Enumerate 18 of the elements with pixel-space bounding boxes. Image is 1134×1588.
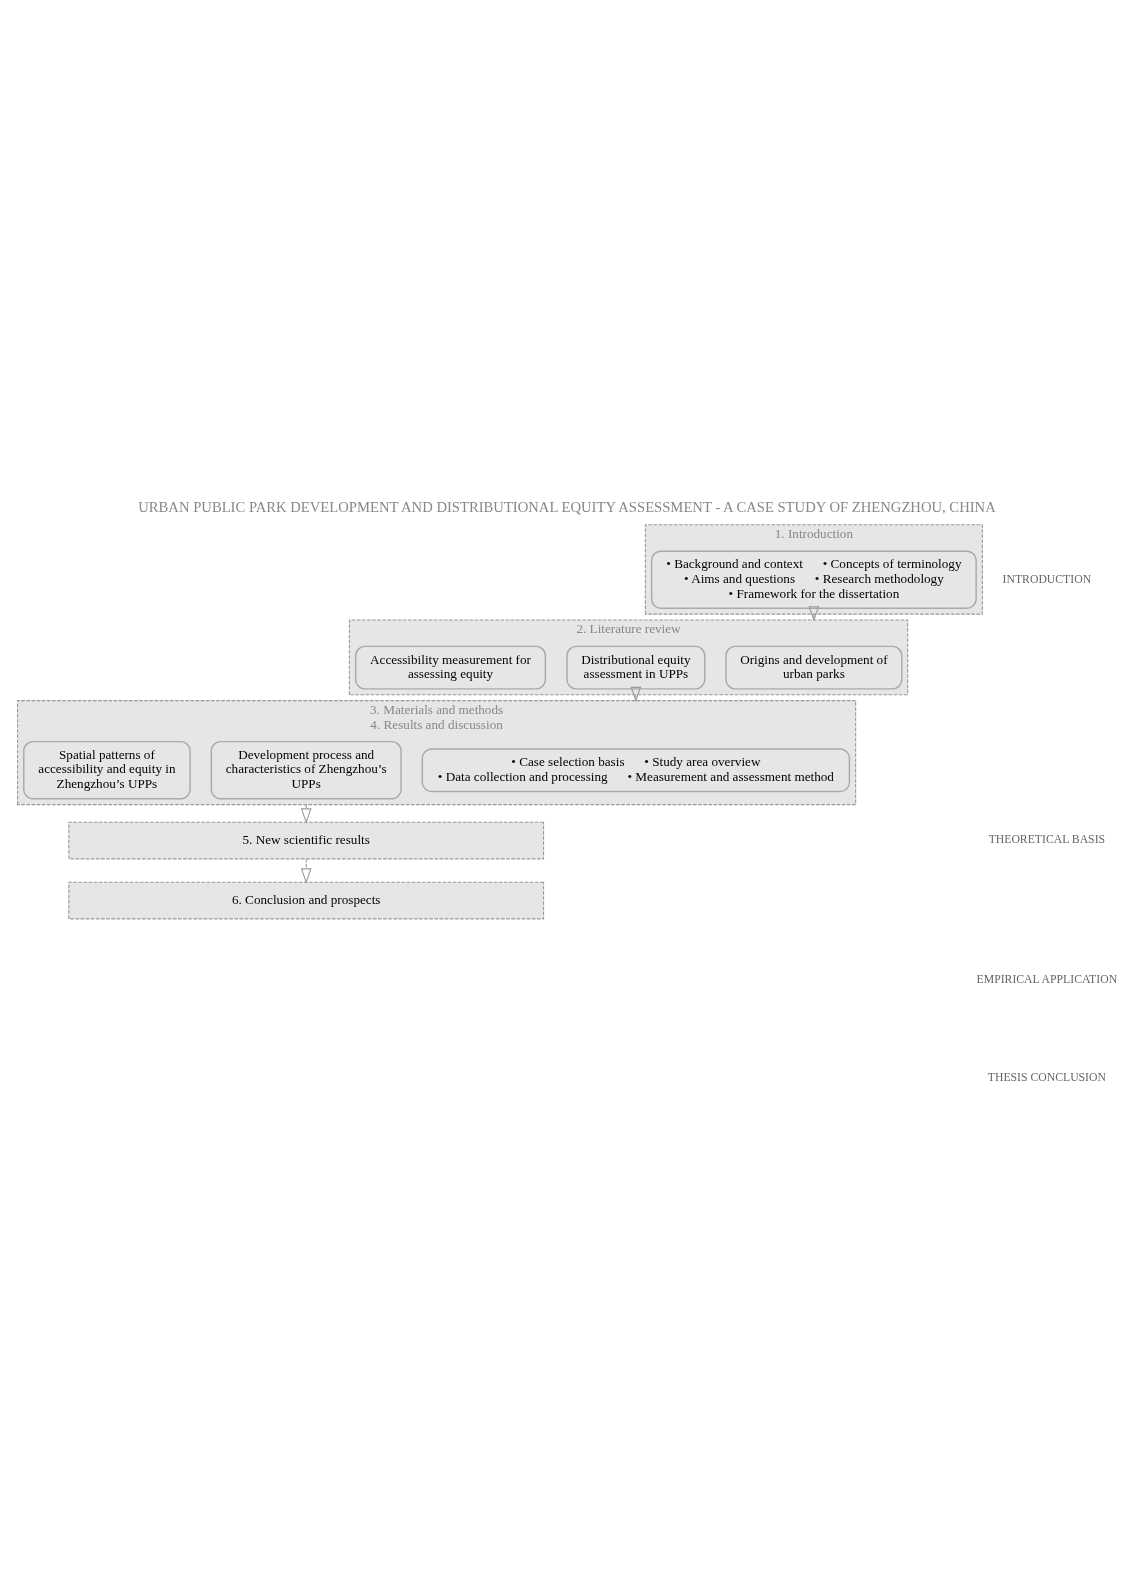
node-box: • Case selection basis • Study area overview • Data collection and processing • Measurement and assessment method xyxy=(421,748,851,793)
arrow xyxy=(300,804,312,824)
arrow xyxy=(808,606,820,622)
node-box: • Background and context • Concepts of terminology • Aims and questions • Research methodology • Framework for the dissertation xyxy=(650,550,977,610)
node-box: 5. New scientific results xyxy=(68,821,545,860)
node-box: Spatial patterns of accessibility and equity in Zhengzhou’s UPPs xyxy=(23,740,191,800)
label: INTRODUCTION xyxy=(1002,572,1092,586)
node-box: 6. Conclusion and prospects xyxy=(68,881,545,920)
node-box: Origins and development of urban parks xyxy=(725,645,903,690)
arrow xyxy=(630,686,642,703)
node-box: Distributional equity assessment in UPPs xyxy=(566,645,706,690)
node-box: Development process and characteristics of Zhengzhou’s UPPs xyxy=(210,740,402,800)
label: EMPIRICAL APPLICATION xyxy=(976,972,1118,986)
node-box: Accessibility measurement for assessing equity xyxy=(354,645,547,690)
label: THESIS CONCLUSION xyxy=(987,1070,1106,1084)
diagram-title: URBAN PUBLIC PARK DEVELOPMENT AND DISTRIBUTIONAL EQUITY ASSESSMENT - A CASE STUDY OF ZHENGZHOU, CHINA xyxy=(138,498,996,515)
label: THEORETICAL BASIS xyxy=(988,833,1106,847)
arrow xyxy=(300,858,312,884)
